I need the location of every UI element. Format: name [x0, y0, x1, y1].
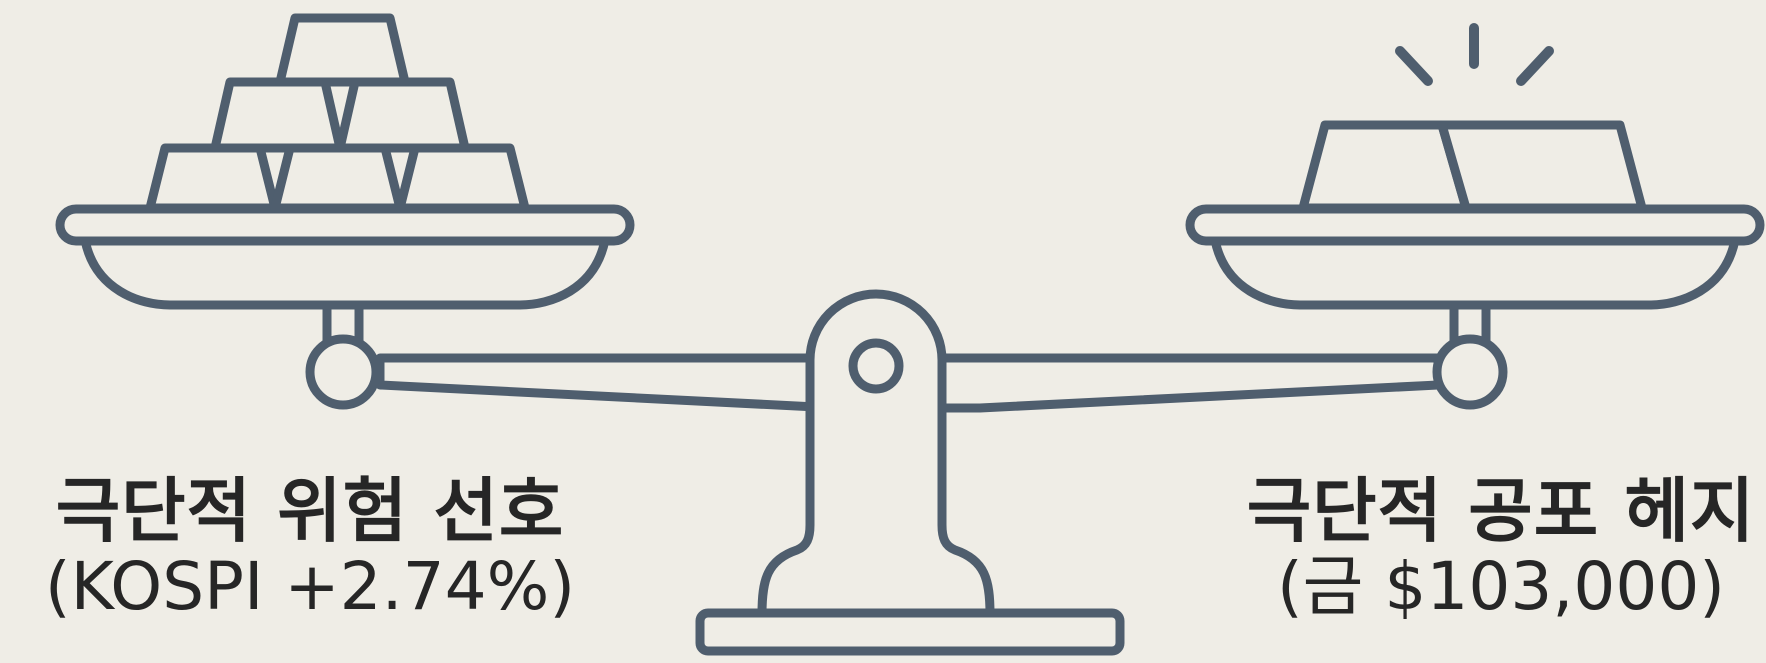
left-caption-title: 극단적 위험 선호 — [0, 472, 620, 550]
right-caption-detail: (금 $103,000) — [1236, 550, 1766, 624]
right-pan-hanger — [1437, 300, 1503, 405]
right-caption: 극단적 공포 헤지 (금 $103,000) — [1236, 472, 1766, 624]
left-pan-hanger — [310, 300, 376, 405]
left-pan — [60, 209, 630, 305]
sparkle-icon — [1400, 28, 1549, 81]
right-caption-title: 극단적 공포 헤지 — [1236, 472, 1766, 550]
left-caption: 극단적 위험 선호 (KOSPI +2.74%) — [0, 472, 620, 624]
scale-stand — [700, 294, 1120, 651]
gold-bar-pyramid-icon — [150, 18, 525, 208]
left-caption-detail: (KOSPI +2.74%) — [0, 550, 620, 624]
single-gold-bar-icon — [1303, 125, 1642, 208]
right-pan — [1190, 209, 1760, 305]
